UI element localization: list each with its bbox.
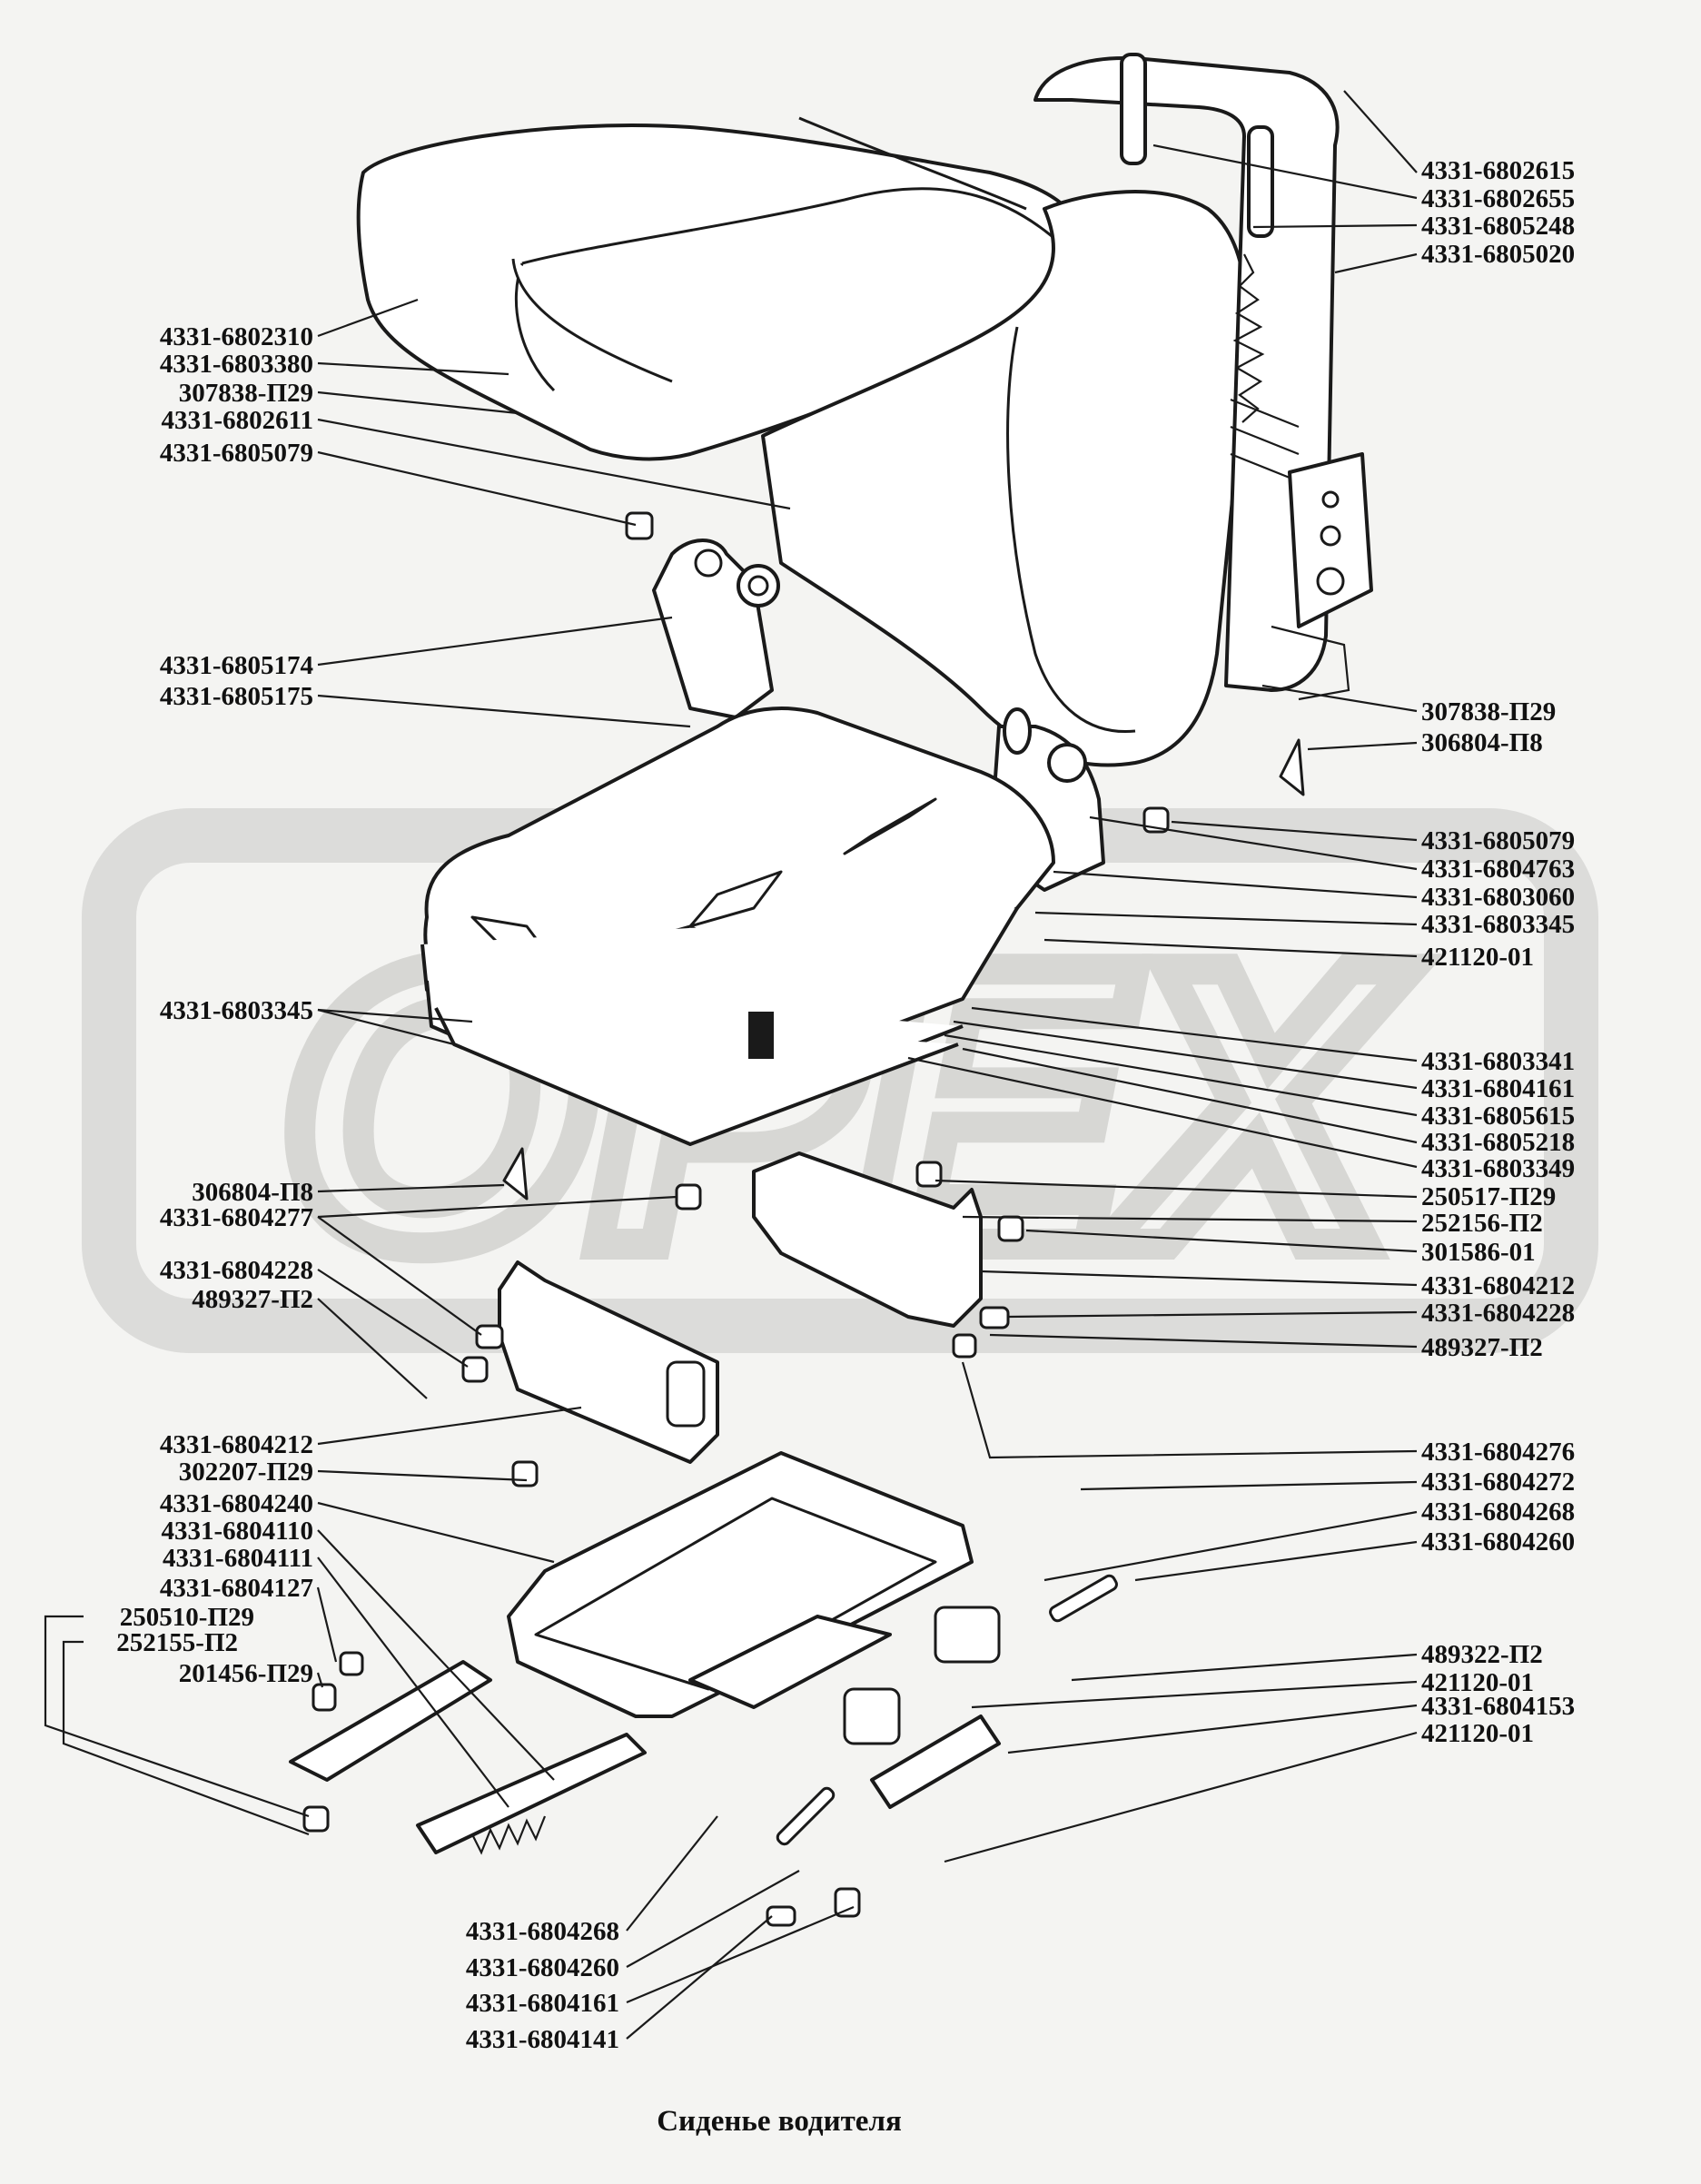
label-left-11: 4331-6804228 — [160, 1256, 313, 1285]
labels-left: 4331-6802310 4331-6803380 307838-П29 433… — [116, 322, 313, 1688]
label-right-2: 4331-6802655 — [1421, 184, 1575, 213]
label-right-3: 4331-6805248 — [1421, 212, 1575, 241]
base-frame — [507, 1451, 974, 1718]
label-right-14: 4331-6805615 — [1421, 1102, 1575, 1131]
label-left-17: 4331-6804111 — [163, 1544, 313, 1573]
label-right-21: 4331-6804228 — [1421, 1299, 1575, 1328]
label-left-14: 302207-П29 — [179, 1458, 313, 1487]
label-left-10: 4331-6804277 — [160, 1203, 313, 1232]
label-left-9: 306804-П8 — [192, 1178, 313, 1207]
label-right-11: 421120-01 — [1421, 943, 1534, 972]
label-right-8: 4331-6804763 — [1421, 855, 1575, 884]
label-right-25: 4331-6804268 — [1421, 1497, 1575, 1527]
label-right-12: 4331-6803341 — [1421, 1047, 1575, 1076]
diagram-caption: Сиденье водителя — [657, 2105, 902, 2138]
label-left-20: 252155-П2 — [116, 1628, 238, 1657]
backrest-frame — [1033, 53, 1373, 701]
label-left-21: 201456-П29 — [179, 1659, 313, 1688]
label-left-4: 4331-6802611 — [161, 406, 313, 435]
label-left-3: 307838-П29 — [179, 379, 313, 408]
label-right-28: 421120-01 — [1421, 1668, 1534, 1697]
label-right-30: 421120-01 — [1421, 1719, 1534, 1748]
label-right-18: 252156-П2 — [1421, 1209, 1543, 1238]
label-right-6: 306804-П8 — [1421, 728, 1543, 757]
label-right-13: 4331-6804161 — [1421, 1074, 1575, 1103]
hinge-brackets — [652, 539, 1105, 892]
label-left-6: 4331-6805174 — [160, 651, 313, 680]
label-right-5: 307838-П29 — [1421, 697, 1556, 726]
label-right-24: 4331-6804272 — [1421, 1468, 1575, 1497]
labels-right: 4331-6802615 4331-6802655 4331-6805248 4… — [1421, 156, 1575, 1748]
label-left-15: 4331-6804240 — [160, 1489, 313, 1518]
label-right-22: 489327-П2 — [1421, 1333, 1543, 1362]
label-left-16: 4331-6804110 — [161, 1517, 313, 1546]
label-right-16: 4331-6803349 — [1421, 1154, 1575, 1183]
label-left-7: 4331-6805175 — [160, 682, 313, 711]
label-left-5: 4331-6805079 — [160, 439, 313, 468]
leaders-bottom — [626, 1815, 855, 2040]
label-right-7: 4331-6805079 — [1421, 826, 1575, 855]
label-right-20: 4331-6804212 — [1421, 1271, 1575, 1300]
label-right-9: 4331-6803060 — [1421, 883, 1575, 912]
label-left-19: 250510-П29 — [120, 1603, 254, 1632]
label-right-10: 4331-6803345 — [1421, 910, 1575, 939]
label-left-18: 4331-6804127 — [160, 1574, 313, 1603]
label-right-23: 4331-6804276 — [1421, 1438, 1575, 1467]
label-bottom-1: 4331-6804268 — [466, 1917, 619, 1946]
label-bottom-4: 4331-6804141 — [466, 2025, 619, 2054]
label-left-13: 4331-6804212 — [160, 1430, 313, 1459]
label-right-4: 4331-6805020 — [1421, 240, 1575, 269]
seat-pan — [420, 707, 1055, 1146]
label-bottom-3: 4331-6804161 — [466, 1989, 619, 2018]
label-left-2: 4331-6803380 — [160, 350, 313, 379]
label-left-8: 4331-6803345 — [160, 996, 313, 1025]
leaders-right — [907, 90, 1418, 1863]
labels-bottom: 4331-6804268 4331-6804260 4331-6804161 4… — [466, 1917, 619, 2054]
fasteners — [302, 511, 1305, 1927]
label-right-29: 4331-6804153 — [1421, 1692, 1575, 1721]
rails — [289, 1606, 1001, 1855]
label-right-17: 250517-П29 — [1421, 1182, 1556, 1211]
leaders-left — [44, 298, 791, 1836]
mid-brackets — [498, 1151, 983, 1464]
label-right-26: 4331-6804260 — [1421, 1527, 1575, 1556]
label-right-27: 489322-П2 — [1421, 1640, 1543, 1669]
label-right-19: 301586-01 — [1421, 1238, 1536, 1267]
label-left-1: 4331-6802310 — [160, 322, 313, 351]
label-left-12: 489327-П2 — [192, 1285, 313, 1314]
seat-backrest — [761, 190, 1250, 767]
label-right-1: 4331-6802615 — [1421, 156, 1575, 185]
label-bottom-2: 4331-6804260 — [466, 1953, 619, 1982]
label-right-15: 4331-6805218 — [1421, 1128, 1575, 1157]
